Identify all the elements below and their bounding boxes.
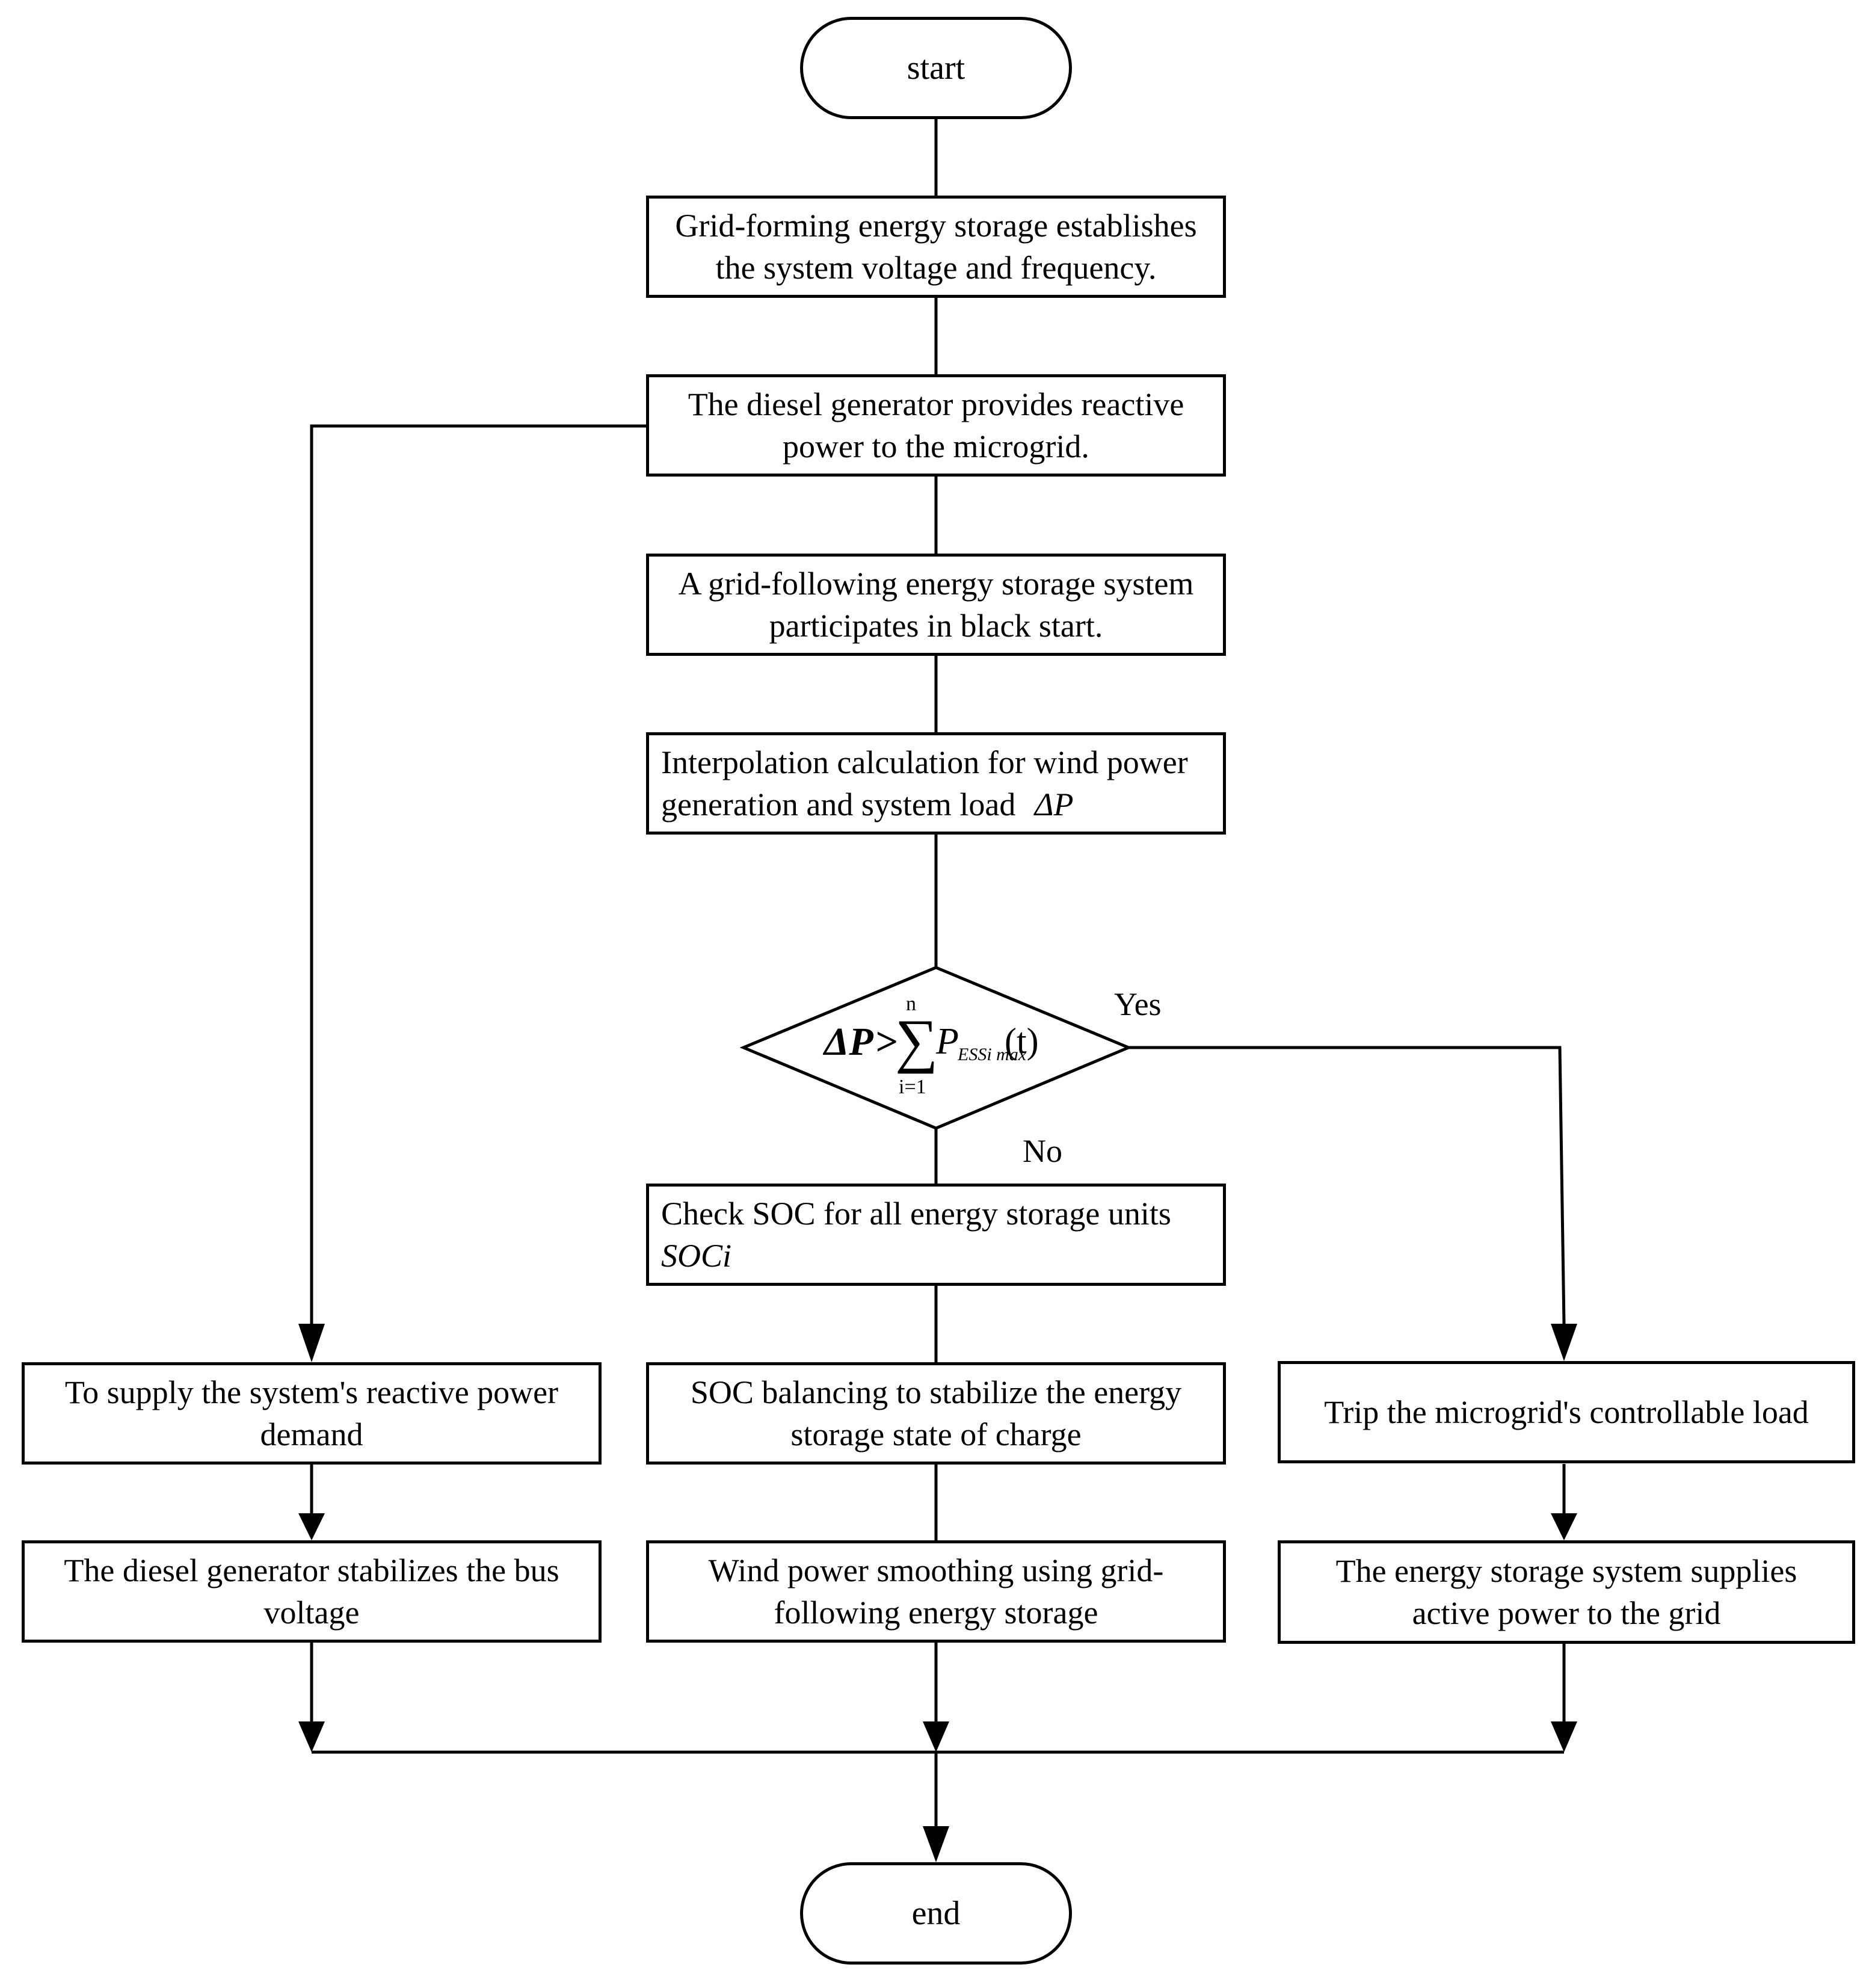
step-reactive-supply-line1: To supply the system's reactive power <box>64 1374 559 1410</box>
step-interpolation-line2-wrap: generation and system load ΔP <box>661 783 1188 826</box>
step-reactive-supply: To supply the system's reactive power de… <box>22 1362 602 1465</box>
step-ess-active-line2: active power to the grid <box>1412 1595 1721 1631</box>
arrowhead-right-ess <box>1551 1513 1577 1540</box>
decision-no-label: No <box>1023 1133 1062 1169</box>
decision-condition: ΔP > n ∑ i=1 P ESSi max (t) <box>824 993 1053 1107</box>
decision-gt: > <box>875 1020 898 1064</box>
arrowhead-left-merge <box>298 1721 325 1752</box>
end-terminal: end <box>800 1862 1072 1965</box>
arrowhead-left-diesel <box>298 1513 325 1540</box>
arrowhead-left-reactive <box>298 1324 325 1362</box>
connector-step2-left-branch <box>310 424 646 1324</box>
step-wind-smoothing: Wind power smoothing using grid- followi… <box>646 1540 1226 1643</box>
step-interpolation-line2: generation and system load <box>661 786 1016 823</box>
decision-sum-lower: i=1 <box>899 1076 926 1098</box>
step-ess-active: The energy storage system supplies activ… <box>1278 1540 1855 1644</box>
step-soc-balancing: SOC balancing to stabilize the energy st… <box>646 1362 1226 1465</box>
start-label: start <box>907 49 965 87</box>
decision-sum-upper: n <box>906 993 916 1015</box>
step-check-soc: Check SOC for all energy storage units S… <box>646 1184 1226 1286</box>
step-interpolation-delta: ΔP <box>1034 786 1074 823</box>
decision-subscript: ESSi max <box>958 1045 1027 1064</box>
step-grid-following: A grid-following energy storage system p… <box>646 554 1226 656</box>
step-interpolation-line1: Interpolation calculation for wind power <box>661 744 1188 780</box>
decision-t: (t) <box>1005 1021 1039 1061</box>
step-grid-following-line1: A grid-following energy storage system <box>678 565 1194 602</box>
step-grid-following-line2: participates in black start. <box>769 608 1103 644</box>
step-soc-balancing-line1: SOC balancing to stabilize the energy <box>690 1374 1182 1410</box>
step-trip-load-line1: Trip the microgrid's controllable load <box>1324 1394 1809 1430</box>
start-terminal: start <box>800 17 1072 119</box>
step-ess-active-line1: The energy storage system supplies <box>1335 1552 1797 1589</box>
decision-delta-p: ΔP <box>824 1020 873 1064</box>
arrowhead-right-trip <box>1551 1324 1577 1361</box>
step-diesel-reactive: The diesel generator provides reactive p… <box>646 374 1226 477</box>
decision-yes-label: Yes <box>1114 986 1162 1022</box>
decision-sigma: ∑ <box>895 1007 938 1074</box>
step-diesel-reactive-line1: The diesel generator provides reactive <box>688 386 1184 422</box>
connector-decision-yes-branch <box>1128 1046 1566 1324</box>
step-diesel-bus-line1: The diesel generator stabilizes the bus <box>64 1552 559 1588</box>
end-label: end <box>911 1894 961 1932</box>
step-wind-smoothing-line1: Wind power smoothing using grid- <box>708 1552 1164 1588</box>
decision-p: P <box>936 1021 959 1062</box>
step-diesel-reactive-line2: power to the microgrid. <box>783 428 1089 465</box>
step-soc-balancing-line2: storage state of charge <box>790 1416 1082 1452</box>
arrowhead-right-merge <box>1551 1721 1577 1752</box>
step-reactive-supply-line2: demand <box>260 1416 363 1452</box>
arrowhead-end <box>923 1826 949 1862</box>
step-check-soc-line1: Check SOC for all energy storage units <box>661 1195 1171 1232</box>
step-check-soc-line2: SOCi <box>661 1238 732 1274</box>
step-grid-forming-line1: Grid-forming energy storage establishes <box>675 207 1197 244</box>
step-interpolation: Interpolation calculation for wind power… <box>646 732 1226 835</box>
decision-diamond <box>739 966 1133 1130</box>
step-grid-forming-line2: the system voltage and frequency. <box>715 250 1157 286</box>
step-wind-smoothing-line2: following energy storage <box>774 1594 1098 1631</box>
step-grid-forming: Grid-forming energy storage establishes … <box>646 196 1226 298</box>
step-trip-load: Trip the microgrid's controllable load <box>1278 1361 1855 1463</box>
step-diesel-bus: The diesel generator stabilizes the bus … <box>22 1540 602 1643</box>
arrowhead-mid-merge <box>923 1721 949 1752</box>
step-diesel-bus-line2: voltage <box>263 1594 360 1631</box>
